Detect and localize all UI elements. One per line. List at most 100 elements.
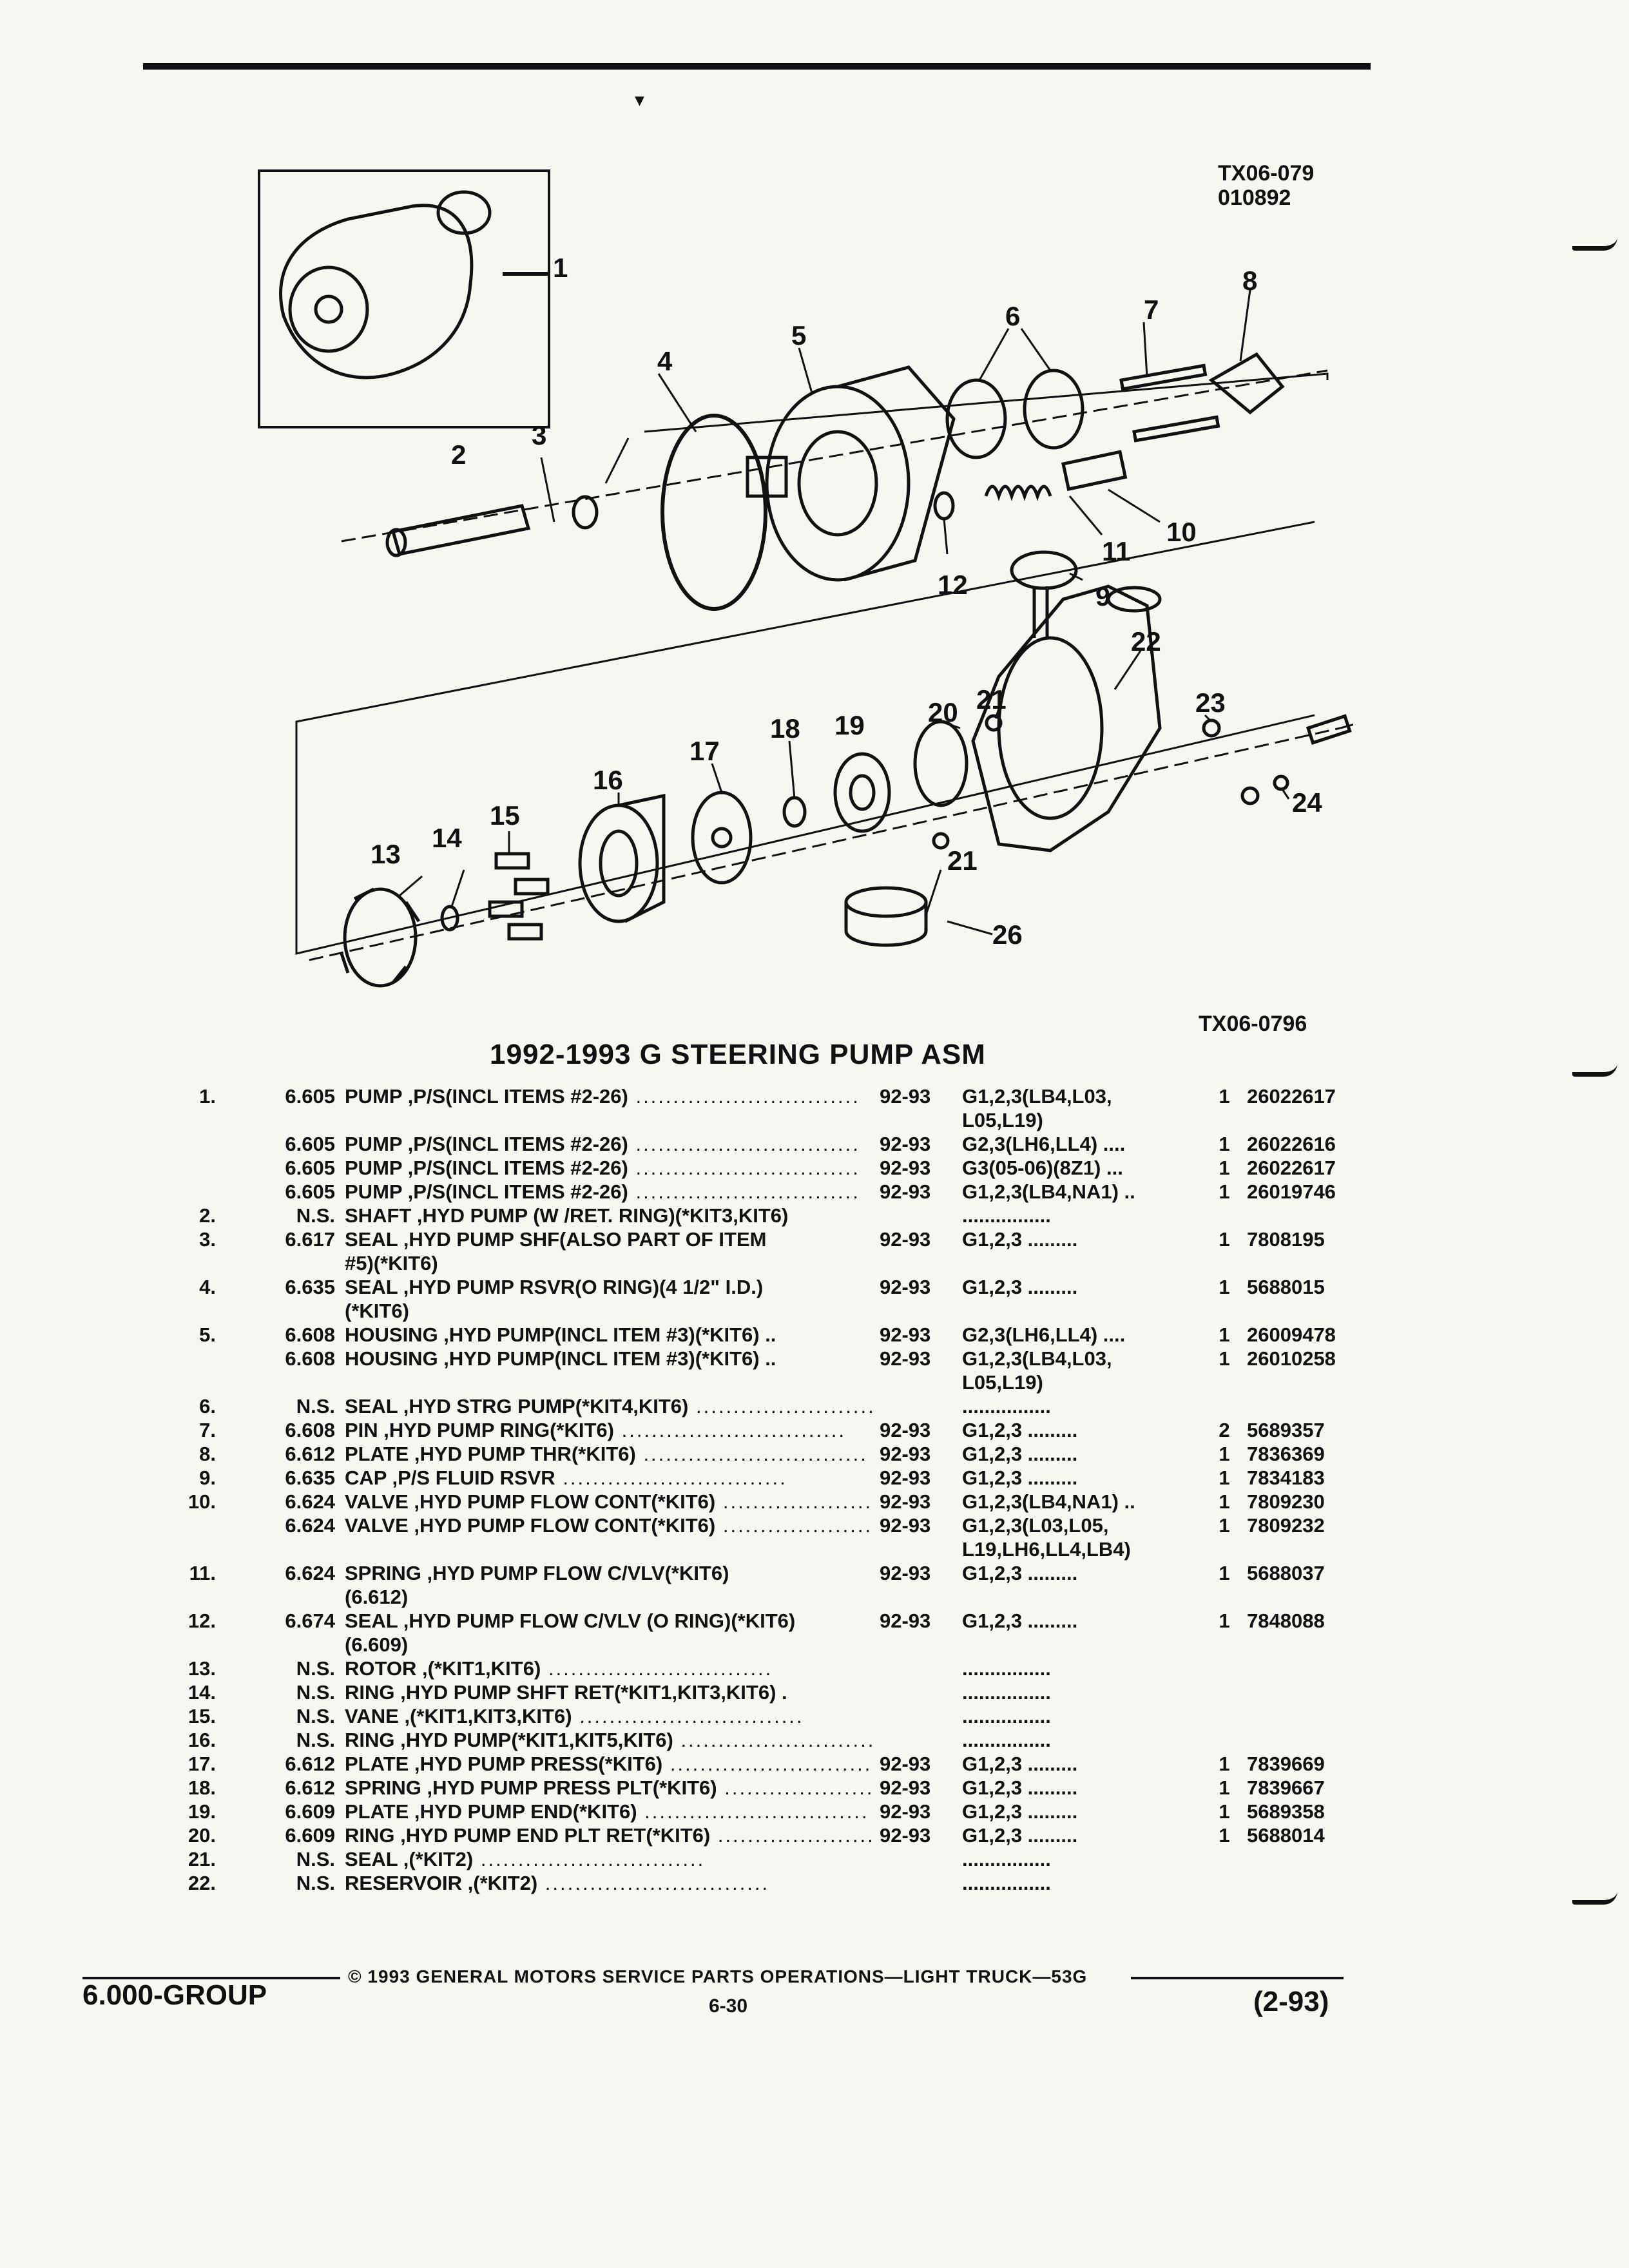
model-application: ................ — [962, 1729, 1051, 1751]
group-number-cell: 6.609 — [219, 1800, 335, 1823]
leader-dots: .............................. — [628, 1133, 860, 1155]
item-number-cell: 4. — [158, 1275, 216, 1299]
quantity: 1 — [1219, 1776, 1230, 1799]
description: RESERVOIR ,(*KIT2) — [345, 1872, 538, 1894]
quantity-cell: 1 — [1205, 1800, 1244, 1823]
description-cell: VANE ,(*KIT1,KIT3,KIT6) ................… — [345, 1704, 873, 1728]
footer-rule-right — [1131, 1977, 1344, 1979]
group-number: 6.624 — [285, 1490, 335, 1513]
item-number: 2. — [199, 1204, 216, 1227]
group-number: 6.612 — [285, 1443, 335, 1465]
description-cell: SEAL ,HYD PUMP SHF(ALSO PART OF ITEM#5)(… — [345, 1227, 873, 1275]
group-number-cell: 6.612 — [219, 1442, 335, 1466]
quantity-cell: 2 — [1205, 1418, 1244, 1442]
group-number: N.S. — [296, 1729, 335, 1751]
item-number-cell: 3. — [158, 1227, 216, 1251]
item-number: 11. — [189, 1562, 216, 1584]
quantity-cell: 1 — [1205, 1132, 1244, 1156]
model-years-cell: 92-93 — [880, 1347, 963, 1370]
leader-dots: .............................. — [473, 1848, 706, 1870]
item-number-cell: 19. — [158, 1800, 216, 1823]
part-number: 5689357 — [1247, 1419, 1325, 1441]
description: PUMP ,P/S(INCL ITEMS #2-26) — [345, 1157, 628, 1179]
quantity-cell: 1 — [1205, 1323, 1244, 1347]
model-years: 92-93 — [880, 1490, 931, 1513]
group-number-cell: 6.617 — [219, 1227, 335, 1251]
model-application-cell: G1,2,3(LB4,NA1) .. — [962, 1180, 1220, 1204]
model-years: 92-93 — [880, 1610, 931, 1632]
quantity: 1 — [1219, 1514, 1230, 1537]
quantity-cell: 1 — [1205, 1823, 1244, 1847]
item-number-cell: 5. — [158, 1323, 216, 1347]
model-years-cell: 92-93 — [880, 1514, 963, 1537]
description: PUMP ,P/S(INCL ITEMS #2-26) — [345, 1133, 628, 1155]
assembled-pump-body — [279, 204, 474, 380]
group-number: N.S. — [296, 1657, 335, 1680]
callout-9: 9 — [1095, 581, 1110, 611]
model-application: G1,2,3 ......... — [962, 1776, 1078, 1799]
description: PIN ,HYD PUMP RING(*KIT6) — [345, 1419, 614, 1441]
scan-mark: ▾ — [635, 90, 645, 111]
group-number-cell: 6.624 — [219, 1561, 335, 1585]
footer-date: (2-93) — [1253, 1986, 1329, 2017]
quantity: 1 — [1219, 1157, 1230, 1179]
model-application: G1,2,3 ......... — [962, 1443, 1078, 1465]
leader-dots: .............................. — [541, 1657, 773, 1680]
callout-15: 15 — [490, 800, 520, 831]
part-number-cell: 26010258 — [1247, 1347, 1408, 1370]
item-number: 3. — [199, 1228, 216, 1251]
leader-dots: .............................. — [635, 1443, 868, 1465]
group-number: 6.605 — [285, 1133, 335, 1155]
item-number: 10. — [188, 1490, 216, 1513]
part-number-cell: 7809230 — [1247, 1490, 1408, 1514]
assembled-pump-inset — [258, 169, 550, 428]
part-number-cell: 26019746 — [1247, 1180, 1408, 1204]
part-number-cell: 7848088 — [1247, 1609, 1408, 1633]
model-years: 92-93 — [880, 1276, 931, 1298]
description: RING ,HYD PUMP SHFT RET(*KIT1,KIT3,KIT6)… — [345, 1681, 787, 1704]
part-3-seal — [572, 495, 599, 530]
quantity-cell: 1 — [1205, 1084, 1244, 1108]
model-application: ................ — [962, 1848, 1051, 1870]
footer-copyright: © 1993 GENERAL MOTORS SERVICE PARTS OPER… — [348, 1966, 1088, 1986]
callout-13: 13 — [371, 839, 401, 869]
model-application-cell: ................ — [962, 1657, 1220, 1680]
part-8-thrust-plate — [1208, 352, 1285, 415]
callout-14: 14 — [432, 823, 462, 853]
callout-21-upper: 21 — [976, 684, 1007, 715]
quantity-cell: 1 — [1205, 1561, 1244, 1585]
part-number: 7809230 — [1247, 1490, 1325, 1513]
group-number: 6.605 — [285, 1157, 335, 1179]
item-number: 15. — [188, 1705, 216, 1727]
binder-edge-mark — [1572, 237, 1617, 251]
part-number-cell: 26022616 — [1247, 1132, 1408, 1156]
part-7-pin-b — [1132, 415, 1220, 443]
part-6-seal-b — [1023, 369, 1084, 450]
part-23-fitting-b — [1240, 786, 1260, 805]
group-number: N.S. — [296, 1705, 335, 1727]
group-number-cell: 6.674 — [219, 1609, 335, 1633]
description-cell: HOUSING ,HYD PUMP(INCL ITEM #3)(*KIT6) .… — [345, 1323, 873, 1347]
model-application-cell: G1,2,3(LB4,L03,L05,L19) — [962, 1084, 1220, 1132]
item-number-cell: 20. — [158, 1823, 216, 1847]
model-years: 92-93 — [880, 1180, 931, 1203]
group-number: 6.612 — [285, 1776, 335, 1799]
description-continued: (6.609) — [345, 1633, 409, 1656]
description-cell: PUMP ,P/S(INCL ITEMS #2-26) ............… — [345, 1180, 873, 1204]
description-cell: RING ,HYD PUMP SHFT RET(*KIT1,KIT3,KIT6)… — [345, 1680, 873, 1704]
part-number: 5689358 — [1247, 1800, 1325, 1823]
description: HOUSING ,HYD PUMP(INCL ITEM #3)(*KIT6) .… — [345, 1323, 776, 1346]
model-application: ................ — [962, 1204, 1051, 1227]
description: CAP ,P/S FLUID RSVR — [345, 1466, 555, 1489]
leader-dots: .............................. — [722, 1514, 873, 1537]
model-years-cell: 92-93 — [880, 1752, 963, 1776]
leader-dots: .............................. — [717, 1824, 873, 1847]
group-number-cell: 6.609 — [219, 1823, 335, 1847]
group-number: 6.635 — [285, 1276, 335, 1298]
model-application-cell: G3(05-06)(8Z1) ... — [962, 1156, 1220, 1180]
item-number: 18. — [188, 1776, 216, 1799]
part-22-reservoir — [971, 584, 1162, 852]
item-number-cell: 11. — [158, 1561, 216, 1585]
model-years-cell: 92-93 — [880, 1823, 963, 1847]
quantity-cell: 1 — [1205, 1275, 1244, 1299]
